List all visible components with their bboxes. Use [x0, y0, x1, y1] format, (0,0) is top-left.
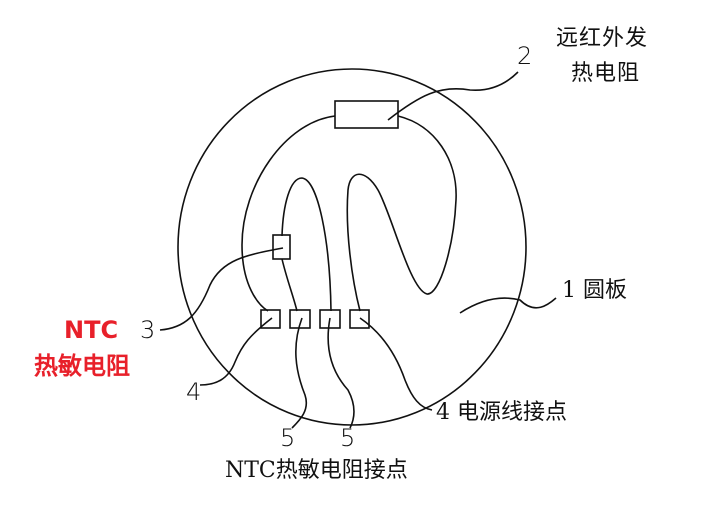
leader-4-right — [359, 317, 433, 411]
ntc-red-label-line2: 热敏电阻 — [34, 352, 130, 380]
far-infrared-label-line1: 远红外发 — [556, 26, 649, 51]
leader-1 — [459, 297, 557, 314]
label-4-left: 4 — [186, 378, 202, 406]
far-infrared-label-line2: 热电阻 — [571, 61, 641, 86]
plate-label: 1 圆板 — [562, 278, 627, 303]
ntc-contact-label: NTC热敏电阻接点 — [225, 458, 408, 483]
leader-4-left — [199, 317, 273, 386]
contact-box-3 — [319, 309, 341, 329]
leader-5-left — [291, 317, 308, 429]
contact-box-1 — [260, 309, 281, 329]
label-3: 3 — [140, 316, 156, 344]
power-contact-label: 4 电源线接点 — [436, 400, 567, 425]
leader-3 — [159, 247, 284, 331]
far-infrared-resistor — [334, 100, 399, 129]
ntc-red-label-line1: NTC — [64, 316, 119, 344]
middle-loop-wire — [281, 177, 332, 312]
label-5-right: 5 — [340, 424, 356, 452]
resistor-left-wire — [241, 115, 336, 312]
label-5-left: 5 — [280, 424, 296, 452]
label-2: 2 — [517, 42, 533, 70]
ntc-thermistor — [272, 234, 291, 260]
leader-5-right — [327, 317, 355, 429]
resistor-right-wire — [346, 115, 457, 312]
contact-box-2 — [289, 309, 311, 329]
leader-2 — [387, 71, 519, 121]
ntc-wire — [281, 258, 298, 312]
contact-box-4 — [349, 309, 370, 329]
